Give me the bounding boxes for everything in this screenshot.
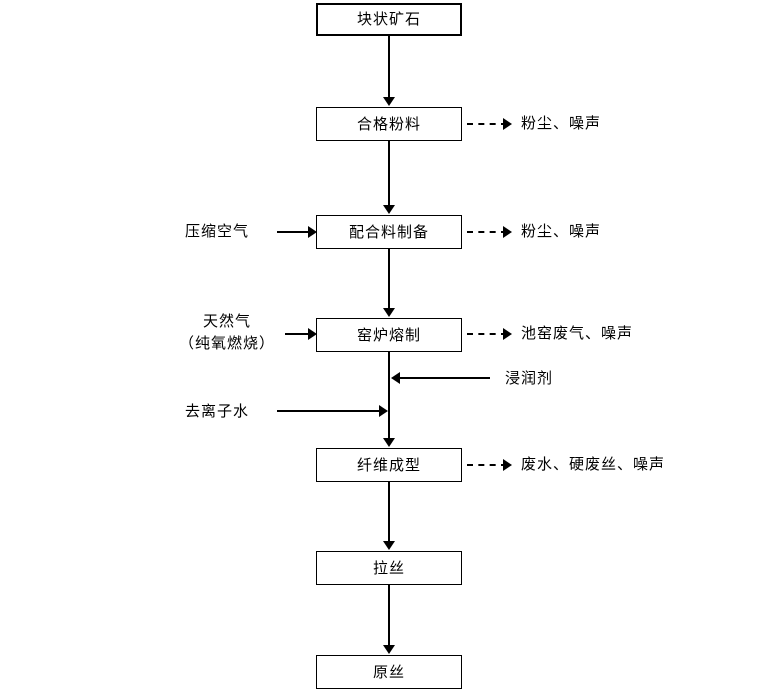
process-box-furnace-melting[interactable]: 窑炉熔制 <box>316 318 462 352</box>
process-box-label: 合格粉料 <box>356 115 421 133</box>
connector-emission-forming <box>467 464 507 466</box>
process-box-qualified-powder[interactable]: 合格粉料 <box>316 107 462 141</box>
process-box-label: 配合料制备 <box>348 223 429 241</box>
input-label-compressed-air: 压缩空气 <box>185 223 250 240</box>
arrow-right-icon <box>503 328 512 340</box>
arrow-right-icon <box>503 459 512 471</box>
process-box-drawing[interactable]: 拉丝 <box>316 551 462 585</box>
emission-label-wastewater-waste-noise: 废水、硬废丝、噪声 <box>521 456 666 473</box>
arrow-right-icon <box>308 328 317 340</box>
connector-ore-to-powder <box>388 36 390 98</box>
process-box-block-ore[interactable]: 块状矿石 <box>316 3 462 36</box>
connector-emission-furnace <box>467 333 507 335</box>
input-label-natural-gas-line2: （纯氧燃烧） <box>178 335 275 352</box>
connector-powder-to-batch <box>388 141 390 206</box>
input-label-deionized-water: 去离子水 <box>185 403 250 420</box>
input-label-natural-gas: 天然气 （纯氧燃烧） <box>172 311 282 355</box>
process-box-label: 拉丝 <box>372 559 405 577</box>
arrow-down-icon <box>383 438 395 447</box>
arrow-down-icon <box>383 541 395 550</box>
process-box-label: 窑炉熔制 <box>356 326 421 344</box>
arrow-right-icon <box>379 405 388 417</box>
connector-deionized-water <box>277 410 382 412</box>
process-box-batch-preparation[interactable]: 配合料制备 <box>316 215 462 249</box>
process-box-fiber-forming[interactable]: 纤维成型 <box>316 448 462 482</box>
connector-batch-to-furnace <box>388 249 390 309</box>
process-box-label: 纤维成型 <box>356 456 421 474</box>
arrow-down-icon <box>383 308 395 317</box>
arrow-down-icon <box>383 97 395 106</box>
connector-emission-powder <box>467 123 507 125</box>
input-label-sizing-agent: 浸润剂 <box>505 370 554 387</box>
process-box-raw-yarn[interactable]: 原丝 <box>316 655 462 689</box>
connector-compressed-air <box>277 231 310 233</box>
emission-label-dust-noise-2: 粉尘、噪声 <box>521 223 602 240</box>
emission-label-furnace-gas-noise: 池窑废气、噪声 <box>521 325 634 342</box>
emission-label-dust-noise-1: 粉尘、噪声 <box>521 115 602 132</box>
arrow-right-icon <box>503 118 512 130</box>
arrow-down-icon <box>383 205 395 214</box>
connector-forming-to-drawing <box>388 482 390 542</box>
process-box-label: 原丝 <box>372 663 405 681</box>
process-box-label: 块状矿石 <box>356 11 421 28</box>
arrow-down-icon <box>383 645 395 654</box>
input-label-natural-gas-line1: 天然气 <box>202 313 251 330</box>
arrow-right-icon <box>503 226 512 238</box>
arrow-left-icon <box>391 372 400 384</box>
connector-sizing-agent <box>400 377 490 379</box>
connector-emission-batch <box>467 231 507 233</box>
connector-natural-gas <box>285 333 310 335</box>
connector-drawing-to-yarn <box>388 585 390 646</box>
arrow-right-icon <box>308 226 317 238</box>
connector-furnace-to-forming <box>388 352 390 438</box>
